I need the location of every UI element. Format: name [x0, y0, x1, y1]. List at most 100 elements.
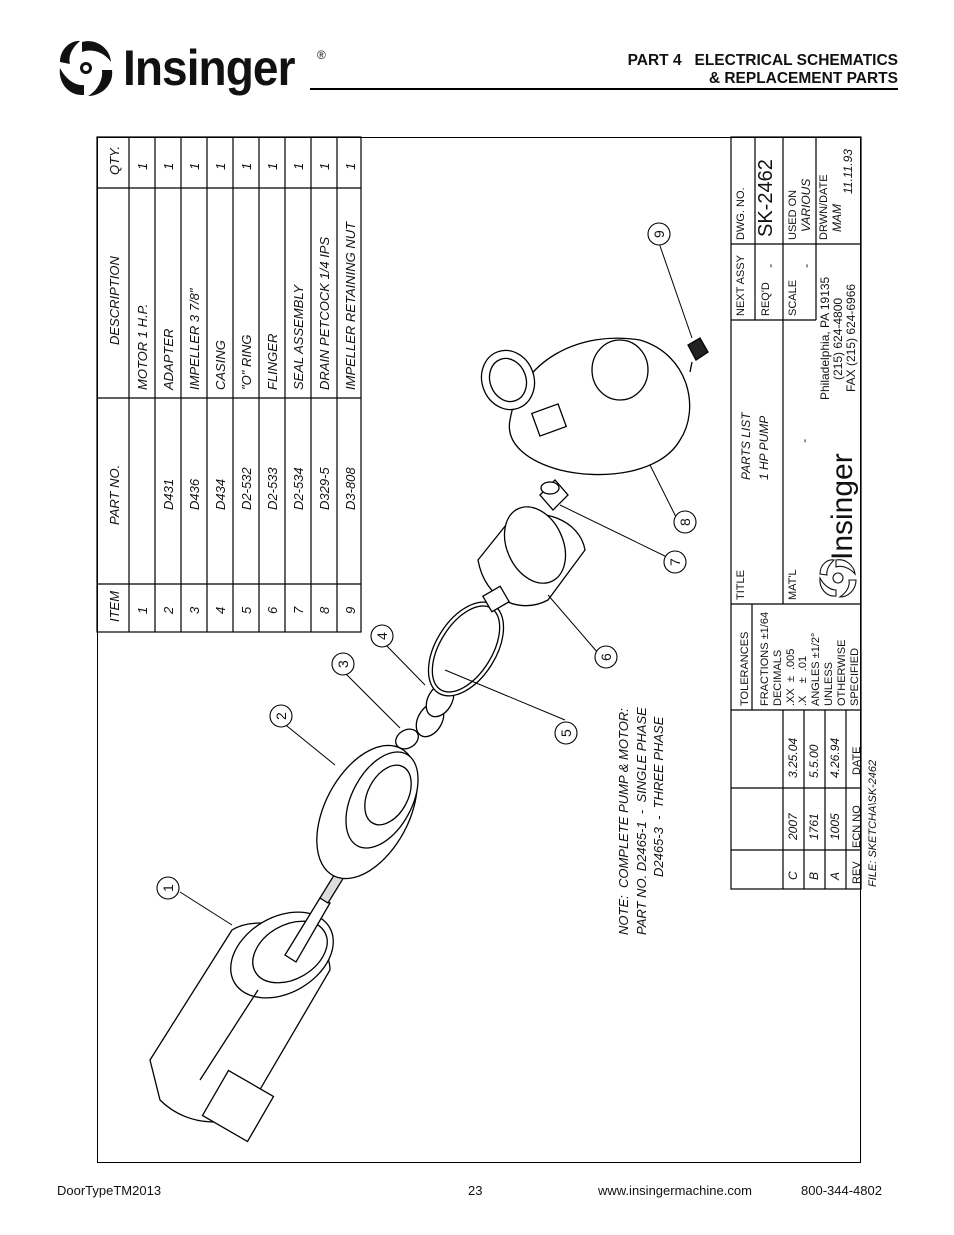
tol-decimals: DECIMALS [772, 650, 784, 706]
file-name: FILE: SKETCHA\SK-2462 [867, 760, 879, 887]
table-description-3: IMPELLER 3 7/8" [187, 287, 202, 390]
table-qty-8: 1 [317, 163, 332, 170]
section-title-line2: & REPLACEMENT PARTS [708, 70, 898, 87]
table-qty-3: 1 [187, 163, 202, 170]
leader-lines [179, 242, 693, 926]
used-on-label: USED ON [787, 190, 799, 240]
dwg-number: SK-2462 [755, 159, 777, 237]
date-head: DATE [851, 746, 863, 775]
table-part-no-6: D2-533 [265, 467, 280, 510]
scale-value: - [799, 264, 813, 268]
footer-website[interactable]: www.insingermachine.com [598, 1183, 752, 1198]
table-qty-5: 1 [239, 163, 254, 170]
callout-label-6: 6 [598, 653, 614, 661]
header-part-no: PART NO. [107, 465, 122, 525]
note-line3: D2465-3 - THREE PHASE [651, 716, 666, 877]
table-part-no-2: D431 [161, 479, 176, 510]
table-qty-2: 1 [161, 163, 176, 170]
tol-specified: SPECIFIED [849, 648, 861, 706]
swirl-logo-icon [59, 40, 113, 96]
matl-value: - [797, 439, 811, 443]
callout-label-7: 7 [667, 558, 683, 566]
tol-otherwise: OTHERWISE [836, 640, 848, 706]
footer-doc-id: DoorTypeTM2013 [57, 1183, 162, 1198]
exploded-pump-drawing [149, 337, 709, 1143]
address-line2: (215) 624-4800 [831, 298, 845, 380]
table-item-2: 2 [161, 606, 176, 615]
tol-xxx: .XX ± .005 [785, 649, 797, 706]
next-assy-label: NEXT ASSY [735, 254, 747, 316]
o-ring [427, 601, 505, 697]
drain-petcock [687, 337, 709, 373]
tol-angles: ANGLES ±1/2° [810, 633, 822, 706]
drawn-label: DRWN/DATE [818, 174, 830, 240]
tol-unless: UNLESS [823, 662, 835, 706]
title-label: TITLE [735, 570, 747, 600]
rev-a: A [828, 872, 842, 881]
table-description-8: DRAIN PETCOCK 1/4 IPS [317, 237, 332, 390]
section-title-line1: PART 4 ELECTRICAL SCHEMATICS [627, 52, 898, 69]
used-on-value: VARIOUS [799, 179, 813, 232]
tol-xx: .X ± .01 [797, 656, 809, 706]
callout-label-8: 8 [677, 518, 693, 526]
table-item-5: 5 [239, 606, 254, 614]
callout-label-3: 3 [335, 660, 351, 668]
rev-head: REV [851, 861, 863, 884]
dwg-label: DWG. NO. [735, 187, 747, 240]
callout-bubble-9 [647, 222, 671, 246]
callout-bubble-5 [554, 721, 578, 745]
table-part-no-7: D2-534 [291, 467, 306, 510]
table-qty-4: 1 [213, 163, 228, 170]
note-line2: PART NO. D2465-1 - SINGLE PHASE [634, 707, 649, 935]
table-description-5: "O" RING [239, 335, 254, 390]
callout-label-1: 1 [160, 884, 176, 892]
table-item-1: 1 [135, 607, 150, 614]
callout-bubble-7 [663, 550, 687, 574]
table-item-9: 9 [343, 607, 358, 614]
table-part-no-4: D434 [213, 479, 228, 510]
table-qty-7: 1 [291, 163, 306, 170]
company-name: Insinger [826, 453, 859, 560]
table-description-4: CASING [213, 340, 228, 390]
drawn-date: 11.11.93 [841, 149, 855, 194]
table-qty-6: 1 [265, 163, 280, 170]
flinger [395, 728, 419, 750]
table-item-4: 4 [213, 607, 228, 614]
date-a: 4.26.94 [828, 738, 842, 778]
callout-label-4: 4 [374, 632, 390, 640]
callout-bubble-6 [594, 645, 618, 669]
casing [480, 337, 691, 476]
rev-c: C [786, 871, 800, 880]
header-item: ITEM [107, 591, 122, 622]
title-block-logo-icon [819, 559, 857, 598]
callout-label-2: 2 [273, 712, 289, 720]
title-block-grid [730, 136, 862, 890]
table-item-6: 6 [265, 606, 280, 614]
table-item-8: 8 [317, 606, 332, 614]
adapter [316, 744, 419, 880]
header-rule [310, 88, 898, 90]
header-description: DESCRIPTION [107, 256, 122, 345]
table-qty-1: 1 [135, 163, 150, 170]
motor [149, 871, 345, 1143]
address-line1: Philadelphia, PA 19135 [818, 276, 832, 400]
registered-mark: ® [317, 48, 326, 62]
callout-bubble-4 [370, 624, 394, 648]
footer-phone: 800-344-4802 [801, 1183, 882, 1198]
insinger-logo: Insinger ® [55, 38, 326, 98]
drawn-by: MAM [830, 204, 844, 232]
table-description-6: FLINGER [265, 334, 280, 390]
section-title: PART 4 ELECTRICAL SCHEMATICS & REPLACEME… [628, 52, 898, 88]
table-part-no-8: D329-5 [317, 467, 332, 510]
reqd-value: - [763, 264, 777, 268]
reqd-label: REQ'D [760, 282, 772, 316]
title-line1: PARTS LIST [739, 411, 753, 480]
tol-fractions: FRACTIONS ±1/64 [759, 612, 771, 706]
header-qty: QTY. [107, 146, 122, 175]
retaining-nut [539, 479, 569, 511]
note-line1: NOTE: COMPLETE PUMP & MOTOR: [616, 708, 631, 935]
table-description-2: ADAPTER [161, 329, 176, 391]
scale-label: SCALE [787, 280, 799, 316]
ecn-b: 1761 [807, 813, 821, 840]
